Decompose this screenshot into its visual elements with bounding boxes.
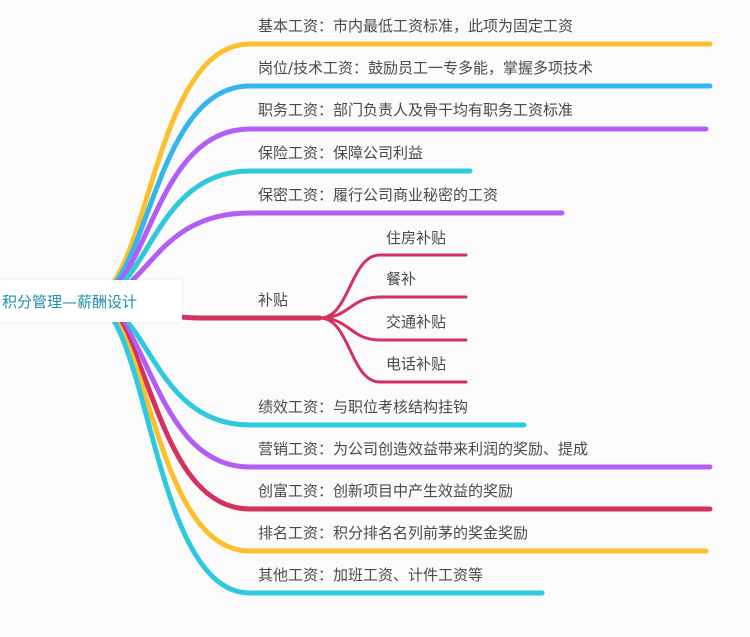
branch-label-basic-salary[interactable]: 基本工资：市内最低工资标准，此项为固定工资 — [258, 17, 574, 35]
branch-label-insurance-salary[interactable]: 保险工资：保障公司利益 — [258, 144, 424, 162]
branch-label-other-salary[interactable]: 其他工资：加班工资、计件工资等 — [258, 566, 484, 584]
subsidy-meal-label[interactable]: 餐补 — [386, 270, 417, 288]
branch-label-subsidy[interactable]: 补贴 — [258, 291, 289, 309]
branch-label-marketing-salary[interactable]: 营销工资：为公司创造效益带来利润的奖励、提成 — [258, 440, 589, 458]
root-label: 积分管理—薪酬设计 — [2, 292, 138, 311]
branch-label-duty-salary[interactable]: 职务工资：部门负责人及骨干均有职务工资标准 — [258, 101, 574, 119]
subsidy-connector-housing — [318, 253, 468, 320]
subsidy-phone-label[interactable]: 电话补贴 — [386, 355, 447, 373]
branch-label-performance-salary[interactable]: 绩效工资：与职位考核结构挂钩 — [258, 398, 469, 416]
subsidy-connector-phone — [318, 316, 468, 384]
branch-label-ranking-salary[interactable]: 排名工资：积分排名名列前茅的奖金奖励 — [258, 524, 529, 542]
subsidy-transport-label[interactable]: 交通补贴 — [386, 313, 447, 331]
branch-label-wealth-salary[interactable]: 创富工资：创新项目中产生效益的奖励 — [258, 482, 514, 500]
branch-label-confidentiality-salary[interactable]: 保密工资：履行公司商业秘密的工资 — [258, 186, 499, 204]
branch-label-position-salary[interactable]: 岗位/技术工资：鼓励员工一专多能，掌握多项技术 — [258, 59, 594, 77]
subsidy-housing-label[interactable]: 住房补贴 — [386, 229, 447, 247]
root-node[interactable]: 积分管理—薪酬设计 — [0, 280, 182, 322]
